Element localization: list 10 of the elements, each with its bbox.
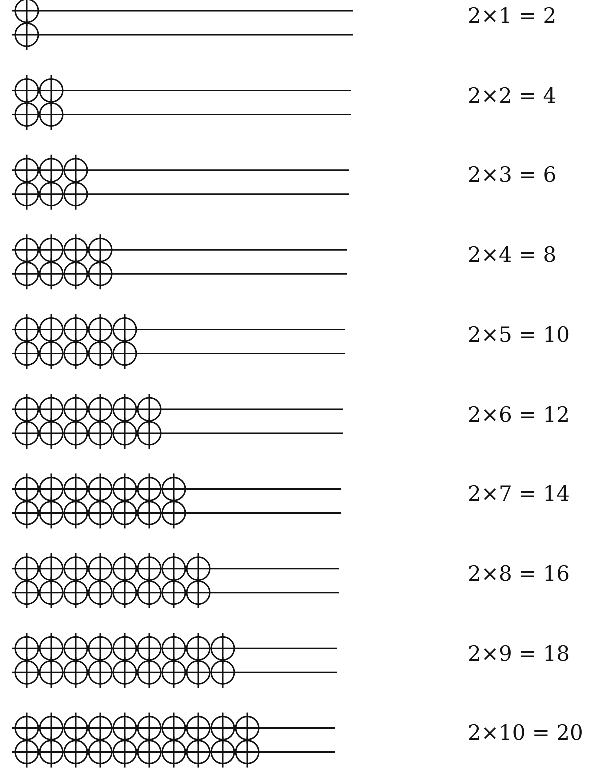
equation-text: 2×3 = 6 bbox=[468, 162, 557, 188]
equation-text: 2×2 = 4 bbox=[468, 82, 557, 109]
equation-text: 2×5 = 10 bbox=[468, 322, 570, 348]
equation-text: 2×7 = 14 bbox=[468, 481, 570, 508]
equation-text: 2×6 = 12 bbox=[468, 402, 570, 428]
equation-text: 2×10 = 20 bbox=[468, 720, 584, 746]
equation-text: 2×4 = 8 bbox=[468, 242, 557, 268]
equation-text: 2×9 = 18 bbox=[468, 640, 570, 667]
equation-text: 2×8 = 16 bbox=[468, 560, 570, 587]
equation-text: 2×1 = 2 bbox=[468, 3, 557, 29]
